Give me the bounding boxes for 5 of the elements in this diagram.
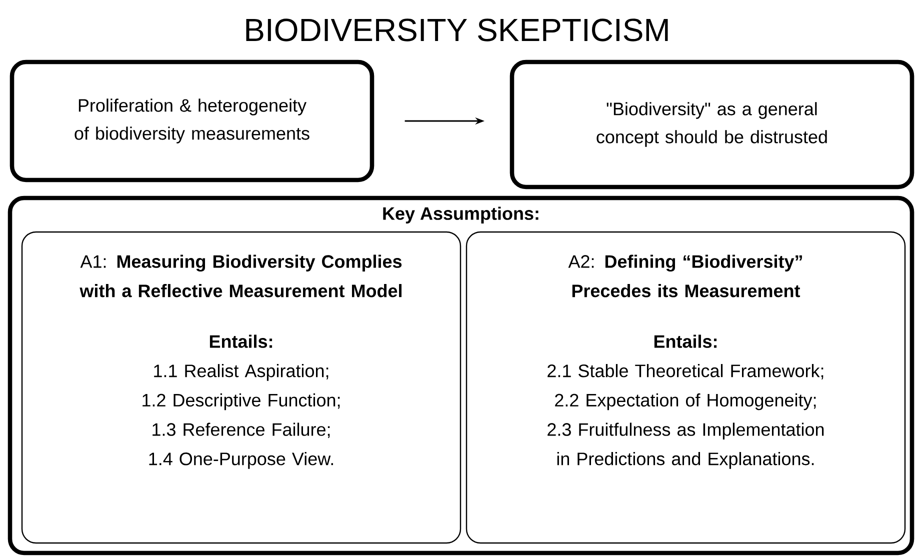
assumption-box: A1: Measuring Biodiversity Complies with a Reflective Measurement Model Entails: 1.1 Realist Aspiration; 1.2 Descriptive Function; 1.3 Reference Failure; 1.4 One-Purpose View. (21, 231, 462, 544)
assumption-box: A2: Defining “Biodiversity” Precedes its Measurement Entails: 2.1 Stable Theoretical Framework; 2.2 Expectation of Homogeneity; 2.3 Fruitfulness as Implementation in Predictions and Explanations. (466, 231, 906, 544)
process-box: Proliferation & heterogeneity of biodiversity measurements (10, 60, 374, 182)
process-box: "Biodiversity" as a general concept should be distrusted (510, 60, 914, 190)
title: BIODIVERSITY SKEPTICISM (246, 18, 668, 42)
